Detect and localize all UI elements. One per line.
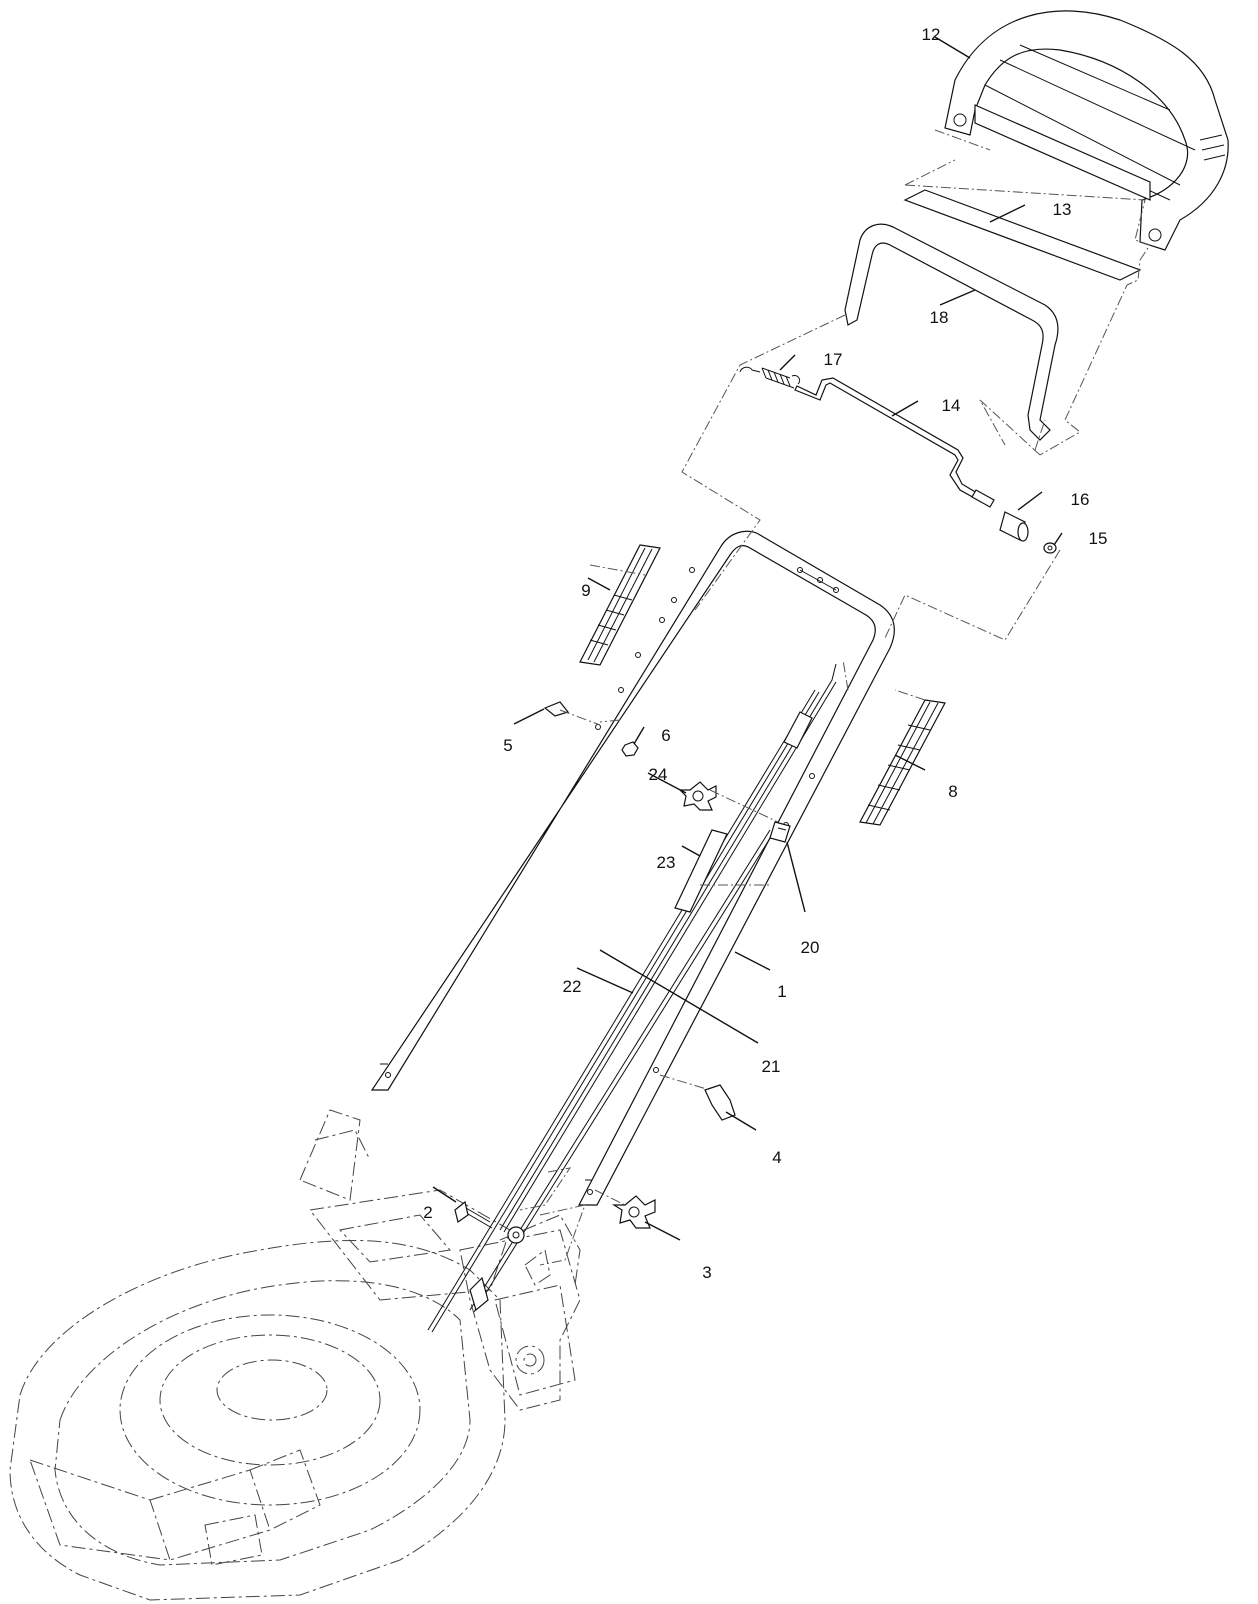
callout-4: 4 [772,1148,781,1167]
callout-6: 6 [661,726,670,745]
callout-20: 20 [801,938,820,957]
handle-grip-13 [903,189,1142,281]
callout-15: 15 [1089,529,1108,548]
spring-17 [739,366,801,389]
callout-9: 9 [581,581,590,600]
leader-4 [725,1111,757,1131]
leader-21 [599,949,759,1044]
bolt-2 [454,1200,493,1229]
control-cables [427,663,837,1333]
leader-24 [647,772,687,794]
callout-24: 24 [649,765,668,784]
leader-20 [786,841,806,913]
callout-8: 8 [948,782,957,801]
callout-23: 23 [657,853,676,872]
callout-17: 17 [824,350,843,369]
nut-6 [621,741,639,757]
leader-16 [1017,491,1043,511]
mower-deck-phantom [9,1109,581,1601]
leader-13 [989,204,1026,223]
control-rod-14 [794,377,995,508]
decal-23 [674,829,728,913]
leader-9 [587,577,611,591]
callout-3: 3 [702,1263,711,1282]
washer-15 [1043,542,1057,554]
callout-18: 18 [930,308,949,327]
leader-23 [681,845,701,857]
callout-leaders [432,36,1063,1241]
knob-3 [611,1195,656,1229]
connector-16 [999,511,1029,542]
callout-13: 13 [1053,200,1072,219]
leader-12 [934,36,971,59]
knob-24 [678,781,717,811]
leader-8 [894,754,926,771]
callout-1: 1 [777,982,786,1001]
side-cover-8 [859,699,946,826]
callout-22: 22 [563,977,582,996]
leader-6 [633,726,645,745]
callout-2: 2 [423,1203,432,1222]
leader-22 [576,967,634,994]
callout-12: 12 [922,25,941,44]
callout-21: 21 [762,1057,781,1076]
leader-3 [644,1221,681,1241]
leader-15 [1053,532,1063,546]
leader-5 [513,708,545,725]
callout-labels: 1 2 3 4 5 6 8 9 12 13 14 15 16 17 18 20 … [423,25,1107,1282]
upper-handle-12 [944,10,1229,251]
assembly-phantom-lines [519,129,1151,1266]
handle-frame [370,530,895,1206]
leader-14 [891,400,919,417]
callout-5: 5 [503,736,512,755]
cable-clip-5 [543,701,570,717]
leader-17 [779,354,796,371]
side-cover-9 [579,544,661,666]
leader-2 [432,1186,457,1203]
callout-16: 16 [1071,490,1090,509]
leader-1 [734,951,771,971]
callout-14: 14 [942,396,961,415]
leader-18 [939,289,976,306]
cable-guide-20 [769,821,791,843]
bolt-4 [704,1084,736,1121]
bail-bar-18 [844,223,1059,441]
